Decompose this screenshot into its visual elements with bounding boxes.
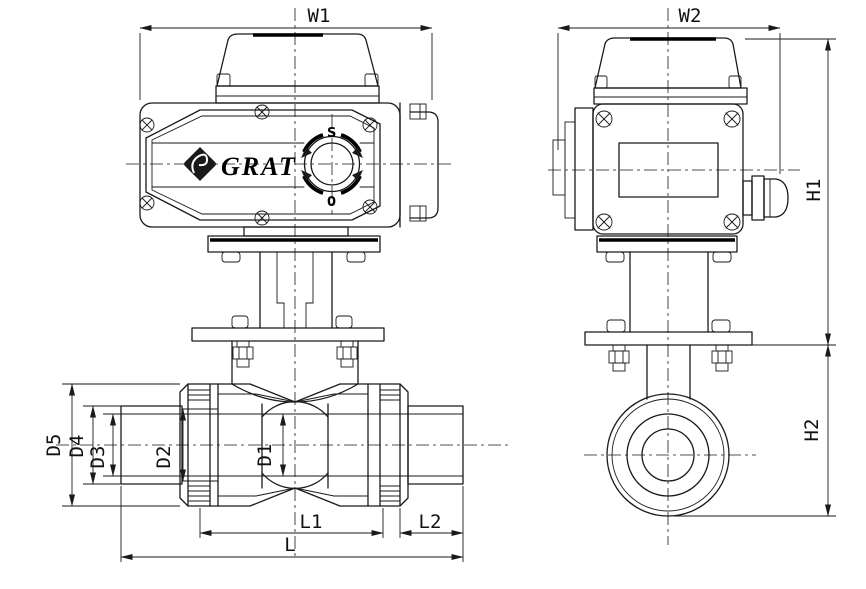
dial-open-label: 0 bbox=[327, 195, 336, 210]
nameplate bbox=[618, 142, 719, 198]
front-bracket bbox=[191, 226, 385, 403]
rotation-arc-arrow-icon bbox=[301, 147, 312, 158]
hex-bolt-icon bbox=[711, 344, 733, 372]
cable-gland bbox=[742, 175, 789, 221]
knurl-hatch bbox=[379, 389, 401, 502]
dim-d3: D3 bbox=[87, 446, 109, 469]
hex-bolt-icon bbox=[336, 340, 358, 368]
phillips-screw-icon bbox=[254, 210, 270, 226]
dial-shut-label: S bbox=[327, 126, 336, 141]
knurl-hatch bbox=[187, 389, 211, 502]
front-dimensions: W1 D5 D4 D3 D2 D1 L1 bbox=[43, 5, 464, 562]
phillips-screw-icon bbox=[595, 213, 613, 231]
dim-d2: D2 bbox=[153, 446, 175, 469]
hex-bolt-icon bbox=[232, 340, 254, 368]
front-view: GRAT S 0 bbox=[43, 5, 508, 562]
phillips-screw-icon bbox=[723, 110, 741, 128]
phillips-screw-icon bbox=[595, 110, 613, 128]
front-screws bbox=[139, 104, 378, 226]
phillips-screw-icon bbox=[139, 195, 155, 211]
phillips-screw-icon bbox=[139, 117, 155, 133]
phillips-screw-icon bbox=[723, 213, 741, 231]
grat-shield-icon bbox=[184, 147, 216, 181]
side-centerlines bbox=[548, 8, 800, 545]
side-view: W2 H1 H2 bbox=[548, 5, 836, 545]
side-actuator-dome bbox=[593, 37, 748, 105]
side-valve-end bbox=[606, 393, 730, 517]
front-centerlines bbox=[56, 8, 508, 556]
phillips-screw-icon bbox=[362, 199, 378, 215]
rotation-arc-arrow-icon bbox=[352, 170, 363, 181]
rotation-arc-arrow-icon bbox=[352, 147, 363, 158]
phillips-screw-icon bbox=[254, 104, 270, 120]
front-valve-body bbox=[120, 383, 464, 507]
dim-l: L bbox=[284, 534, 295, 556]
brand-text: GRAT bbox=[221, 152, 297, 181]
front-actuator-body bbox=[139, 102, 439, 228]
hex-bolt-icon bbox=[608, 344, 630, 372]
brand-logo: GRAT bbox=[184, 147, 297, 181]
dim-w1: W1 bbox=[308, 5, 331, 27]
dim-l1: L1 bbox=[300, 511, 323, 533]
front-actuator-dome bbox=[215, 33, 380, 104]
dim-w2: W2 bbox=[679, 5, 702, 27]
dim-h1: H1 bbox=[803, 179, 825, 202]
rotation-arc-arrow-icon bbox=[301, 170, 312, 181]
position-dial: S 0 bbox=[301, 126, 363, 210]
dim-l2: L2 bbox=[419, 511, 442, 533]
dim-d1: D1 bbox=[254, 444, 276, 467]
side-dimensions: W2 H1 H2 bbox=[557, 5, 836, 517]
dim-d5: D5 bbox=[43, 434, 65, 457]
dim-h2: H2 bbox=[801, 419, 823, 442]
phillips-screw-icon bbox=[362, 117, 378, 133]
dim-d4: D4 bbox=[66, 435, 88, 458]
side-bracket bbox=[584, 235, 753, 400]
side-actuator-body bbox=[552, 103, 789, 235]
